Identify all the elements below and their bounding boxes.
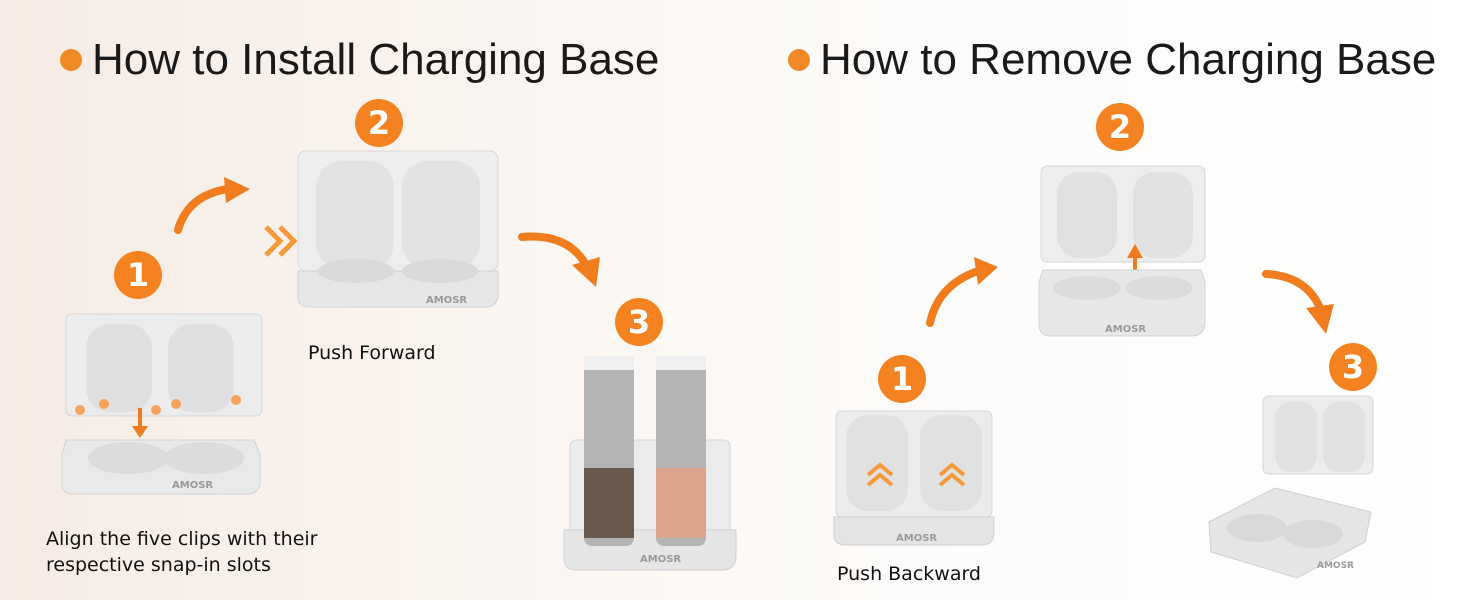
svg-text:AMOSR: AMOSR <box>640 554 681 565</box>
push-backward-chevron-icon <box>866 462 966 487</box>
install-step-3-badge: 3 <box>615 298 663 346</box>
remove-step-1-badge: 1 <box>878 355 926 403</box>
push-forward-chevron-icon <box>264 225 298 257</box>
remove-arrow-2-icon <box>1262 270 1334 334</box>
remove-step-1-illustration: AMOSR <box>833 410 995 546</box>
remove-arrow-1-icon <box>926 257 998 327</box>
bullet-icon <box>788 49 810 71</box>
remove-step-1-caption: Push Backward <box>837 563 981 585</box>
install-step-2-caption: Push Forward <box>308 342 436 364</box>
svg-text:AMOSR: AMOSR <box>426 295 467 306</box>
install-step-3-illustration: AMOSR <box>563 356 737 571</box>
remove-step-2-illustration: AMOSR <box>1038 165 1206 337</box>
install-arrow-2-icon <box>518 232 600 287</box>
install-step-1-caption: Align the five clips with their respecti… <box>46 528 318 576</box>
install-step-2-illustration: AMOSR <box>264 150 499 308</box>
svg-text:AMOSR: AMOSR <box>896 533 937 544</box>
install-step-1-illustration: AMOSR <box>61 313 263 495</box>
install-step-2-badge: 2 <box>355 99 403 147</box>
svg-text:AMOSR: AMOSR <box>1105 324 1146 335</box>
install-arrow-1-icon <box>174 177 250 234</box>
remove-title: How to Remove Charging Base <box>820 35 1437 84</box>
install-heading: How to Install Charging Base <box>60 38 659 82</box>
remove-step-3-illustration: AMOSR <box>1208 395 1374 579</box>
svg-text:AMOSR: AMOSR <box>1317 561 1354 571</box>
bullet-icon <box>60 49 82 71</box>
brand-logo: AMOSR <box>172 480 213 491</box>
remove-step-3-badge: 3 <box>1329 343 1377 391</box>
remove-step-2-badge: 2 <box>1096 103 1144 151</box>
install-title: How to Install Charging Base <box>92 35 660 84</box>
install-step-1-badge: 1 <box>114 251 162 299</box>
remove-heading: How to Remove Charging Base <box>788 38 1436 82</box>
